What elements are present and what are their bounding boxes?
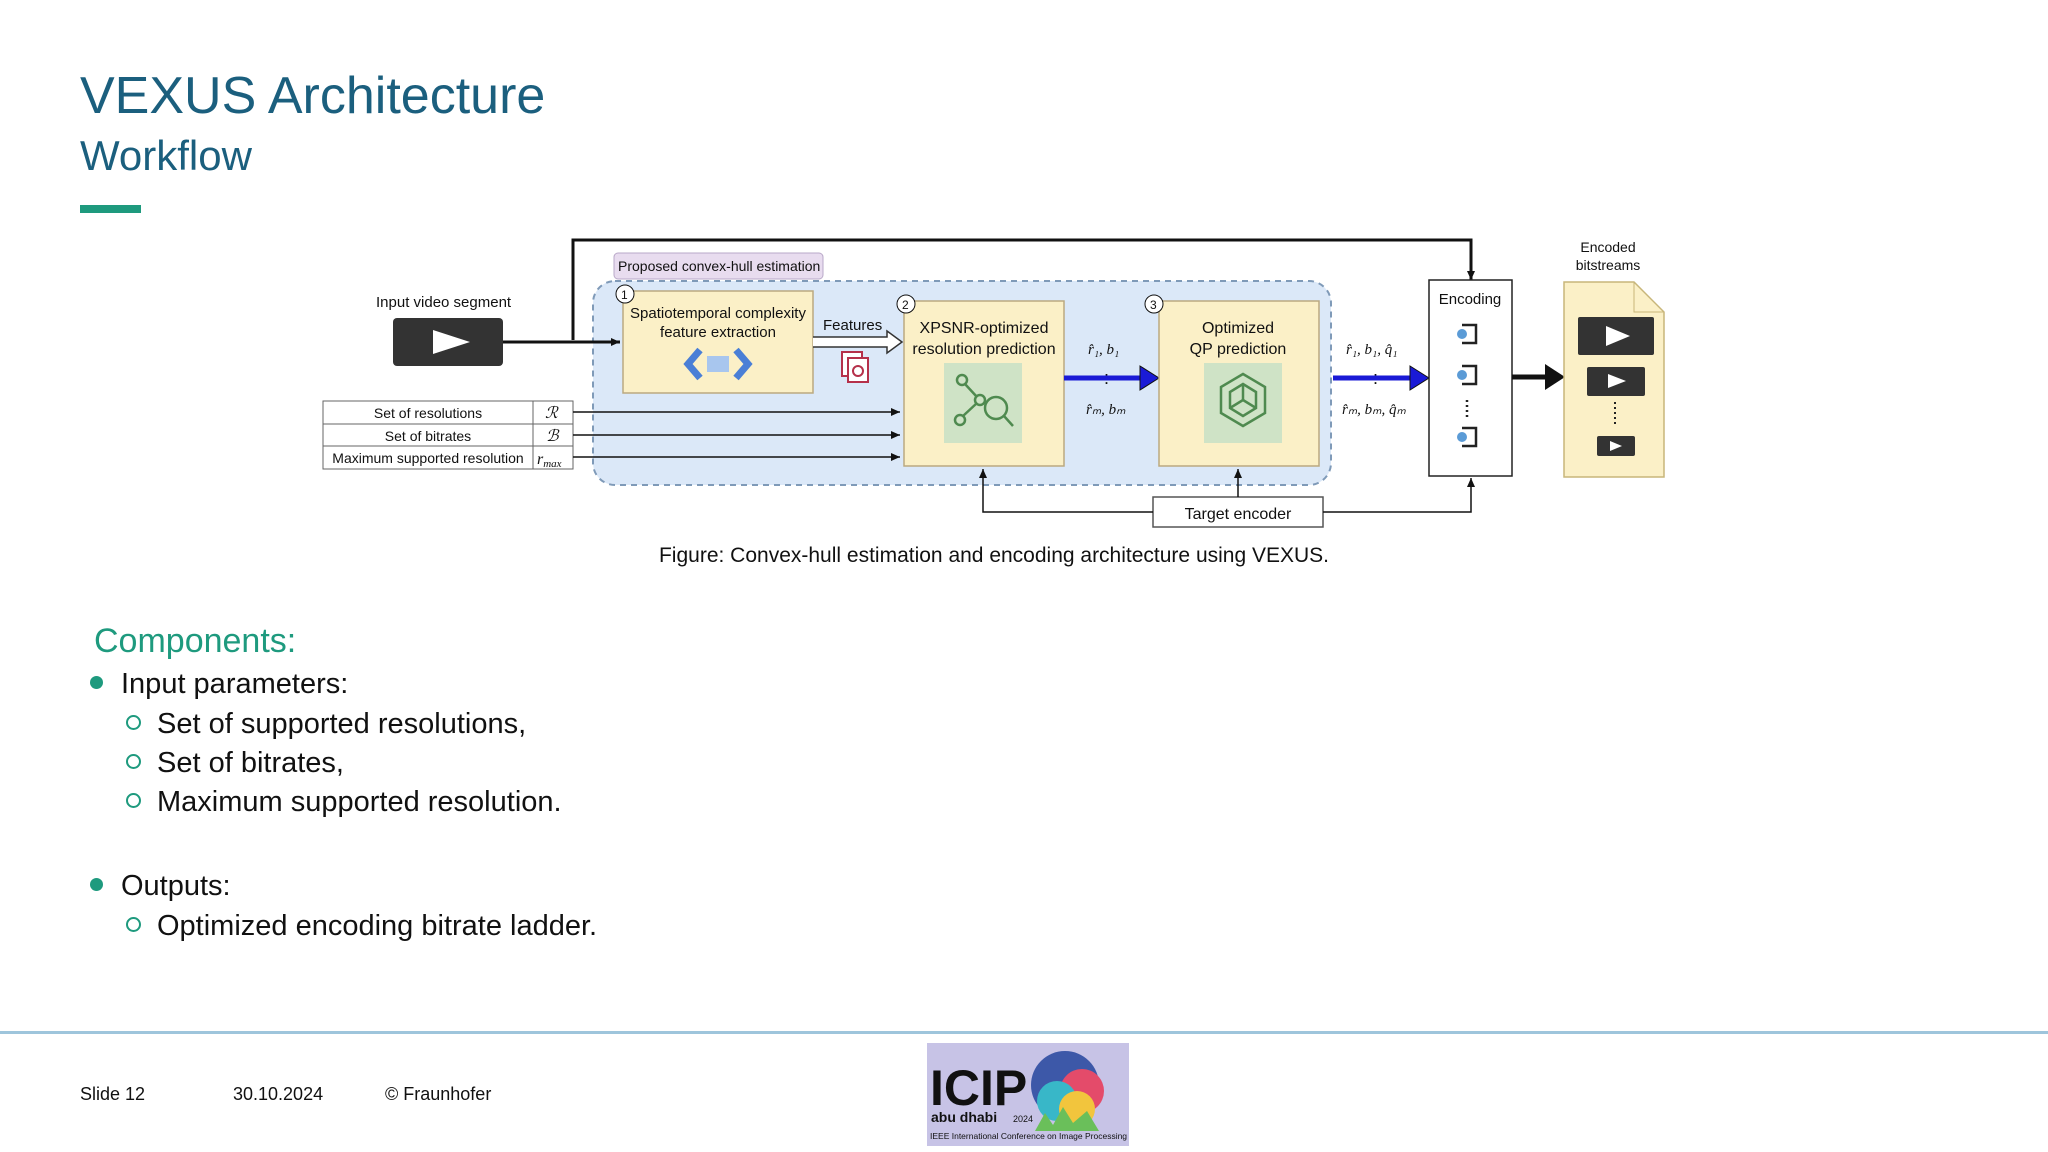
features-document-icon bbox=[841, 351, 869, 383]
footer-date: 30.10.2024 bbox=[233, 1084, 324, 1104]
encoding-output-arrowhead bbox=[1545, 364, 1565, 390]
sub-bullet-item: Set of bitrates, bbox=[126, 747, 344, 780]
step1-badge bbox=[615, 284, 635, 304]
footer-slide-number: Slide 12 bbox=[80, 1084, 146, 1104]
sub-bullet-text: Set of supported resolutions, bbox=[157, 708, 527, 740]
step2-label-line2: resolution prediction bbox=[912, 341, 1055, 358]
icip-logo-text: ICIP bbox=[930, 1060, 1027, 1116]
mid-bottom-math: r̂ₘ, bₘ bbox=[1086, 402, 1126, 418]
encoded-label-line1: Encoded bbox=[1580, 239, 1635, 255]
sub-bullet-item: Set of supported resolutions, bbox=[126, 708, 526, 741]
bullet-dot bbox=[90, 877, 103, 891]
param-symbol-resolutions: ℛ bbox=[545, 405, 559, 422]
param-label-bitrates: Set of bitrates bbox=[385, 428, 471, 444]
param-symbol-bitrates: ℬ bbox=[546, 428, 560, 445]
architecture-diagram: Proposed convex-hull estimation Input vi… bbox=[322, 238, 1665, 528]
module-feature-extraction bbox=[622, 290, 814, 394]
components-heading: Components: bbox=[94, 622, 297, 660]
param-symbol-max-resolution: rmax bbox=[537, 451, 562, 470]
hexagon-network-icon bbox=[1219, 372, 1267, 428]
bullet-ring bbox=[126, 714, 141, 730]
step3-label-line2: QP prediction bbox=[1190, 341, 1287, 358]
bullet-text: Outputs: bbox=[121, 870, 231, 902]
slide-title: VEXUS Architecture bbox=[80, 67, 546, 125]
icip-logo-location: abu dhabi bbox=[931, 1109, 997, 1125]
target-to-xpsnr-arrow bbox=[979, 469, 1153, 513]
step1-number: 1 bbox=[621, 288, 628, 302]
bullet-dot bbox=[90, 675, 103, 689]
target-encoder-box bbox=[1152, 496, 1324, 528]
sub-bullet-item: Maximum supported resolution. bbox=[126, 786, 562, 819]
mid-top-math: r̂₁, b₁ bbox=[1088, 342, 1119, 358]
step2-number: 2 bbox=[902, 298, 909, 312]
encoding-box bbox=[1428, 279, 1513, 477]
target-encoder-label: Target encoder bbox=[1185, 506, 1292, 523]
icip-logo-year: 2024 bbox=[1013, 1114, 1033, 1124]
bitstream-play-1 bbox=[1606, 326, 1630, 346]
encoding-label: Encoding bbox=[1439, 291, 1502, 308]
qp-icon-bg bbox=[1204, 363, 1282, 443]
param-label-resolutions: Set of resolutions bbox=[374, 405, 482, 421]
step2-label-line1: XPSNR-optimized bbox=[920, 320, 1049, 337]
bitstream-play-2 bbox=[1608, 374, 1626, 388]
bitstream-play-3 bbox=[1610, 441, 1622, 451]
sub-bullet-item: Optimized encoding bitrate ladder. bbox=[126, 910, 597, 943]
proposed-label-box bbox=[613, 252, 824, 280]
target-to-encoding-arrow bbox=[1323, 478, 1475, 513]
params-table bbox=[322, 400, 574, 470]
bullet-ring bbox=[126, 792, 141, 808]
figure-caption: Figure: Convex-hull estimation and encod… bbox=[658, 544, 1330, 567]
right-bottom-math: r̂ₘ, bₘ, q̂ₘ bbox=[1342, 402, 1407, 418]
proposed-label: Proposed convex-hull estimation bbox=[618, 258, 820, 274]
step1-label-line2: feature extraction bbox=[660, 324, 776, 341]
mid-arrowhead bbox=[1139, 365, 1160, 391]
encoder-icon bbox=[1457, 323, 1478, 448]
bullet-text: Input parameters: bbox=[121, 668, 349, 700]
step1-label-line1: Spatiotemporal complexity bbox=[630, 305, 806, 322]
footer-divider bbox=[0, 1031, 2048, 1034]
step3-number: 3 bbox=[1150, 298, 1157, 312]
step2-badge bbox=[896, 294, 916, 314]
bullet-item: Outputs: bbox=[90, 870, 231, 903]
icip-logo-tagline: IEEE International Conference on Image P… bbox=[930, 1131, 1127, 1141]
complexity-icon bbox=[683, 347, 753, 381]
sub-bullet-text: Maximum supported resolution. bbox=[157, 786, 562, 818]
accent-bar bbox=[80, 205, 141, 213]
sub-bullet-text: Set of bitrates, bbox=[157, 747, 344, 779]
right-arrowhead bbox=[1409, 365, 1430, 391]
top-bypass-arrow bbox=[571, 238, 1475, 340]
bullet-ring bbox=[126, 916, 141, 932]
step3-badge bbox=[1144, 294, 1164, 314]
play-icon bbox=[433, 330, 470, 354]
encoded-label-line2: bitstreams bbox=[1576, 257, 1641, 273]
footer-copyright: © Fraunhofer bbox=[385, 1084, 492, 1104]
document-fold bbox=[1633, 282, 1664, 313]
bullet-ring bbox=[126, 753, 141, 769]
step3-label-line1: Optimized bbox=[1202, 320, 1274, 337]
right-top-math: r̂₁, b₁, q̂₁ bbox=[1346, 342, 1397, 358]
features-label: Features bbox=[823, 317, 882, 334]
neural-search-icon bbox=[953, 373, 1014, 427]
slide-subtitle: Workflow bbox=[80, 132, 252, 179]
features-arrow bbox=[813, 329, 904, 355]
icip-logo-graphic: ICIP abu dhabi 2024 IEEE International C… bbox=[930, 1051, 1127, 1141]
param-label-max-resolution: Maximum supported resolution bbox=[332, 450, 523, 466]
icip-logo: ICIP abu dhabi 2024 IEEE International C… bbox=[927, 1043, 1129, 1146]
sub-bullet-text: Optimized encoding bitrate ladder. bbox=[157, 910, 598, 942]
bullet-item: Input parameters: bbox=[90, 668, 348, 701]
input-label: Input video segment bbox=[376, 294, 512, 311]
